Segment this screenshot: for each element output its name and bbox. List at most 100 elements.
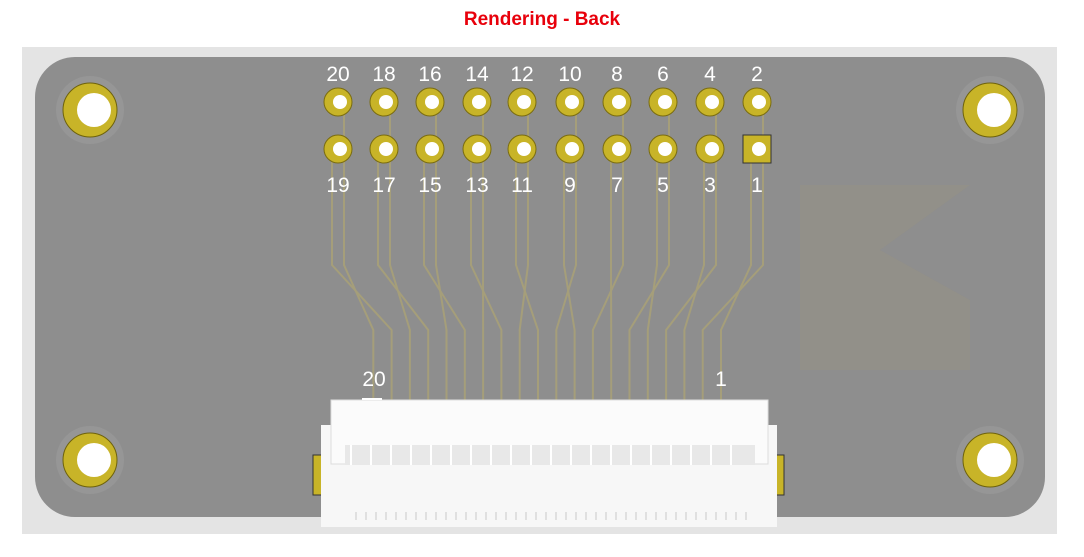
trace — [563, 149, 576, 405]
trace — [470, 149, 503, 405]
pin-label: 2 — [751, 63, 763, 86]
pad-hole — [472, 95, 486, 109]
connector-tooth — [455, 512, 457, 520]
pin-label: 1 — [751, 174, 763, 197]
pin-label: 14 — [465, 63, 489, 86]
pad-hole — [333, 95, 347, 109]
connector-pin-slot — [710, 445, 712, 465]
connector-tooth — [445, 512, 447, 520]
connector-tooth — [615, 512, 617, 520]
pad-hole — [612, 95, 626, 109]
pin-label: 20 — [326, 63, 349, 86]
trace — [628, 102, 670, 405]
trace — [555, 102, 577, 405]
pad-hole — [425, 142, 439, 156]
connector-pin-slot — [650, 445, 652, 465]
connector-pin-slot — [490, 445, 492, 465]
mounting-hole-bore — [77, 93, 111, 127]
connector-tooth — [575, 512, 577, 520]
pad-hole — [658, 95, 672, 109]
silkscreen-logo — [800, 185, 970, 370]
trace — [435, 102, 448, 405]
figure-title: Rendering - Back — [463, 9, 621, 30]
pin-label: 17 — [372, 174, 395, 197]
pin-label: 9 — [564, 174, 576, 197]
connector-pin-slot — [570, 445, 572, 465]
trace — [720, 149, 752, 405]
connector-pin-slot — [590, 445, 592, 465]
connector-tooth — [675, 512, 677, 520]
connector-tooth — [475, 512, 477, 520]
pin-label: 15 — [418, 174, 441, 197]
trace — [423, 149, 466, 405]
pin-label: 16 — [418, 63, 441, 86]
connector-tooth — [515, 512, 517, 520]
pad-hole — [517, 142, 531, 156]
connector-pin-slot — [470, 445, 472, 465]
mounting-hole-bore — [977, 443, 1011, 477]
pad-hole — [333, 142, 347, 156]
pin-label: 11 — [511, 174, 533, 197]
connector-pin-slot — [730, 445, 732, 465]
trace — [701, 102, 764, 405]
connector-tooth — [685, 512, 687, 520]
connector-tooth — [505, 512, 507, 520]
connector-tooth — [525, 512, 527, 520]
pad-hole — [612, 142, 626, 156]
pad-hole — [752, 142, 766, 156]
pin-label: 19 — [326, 174, 349, 197]
pin-label: 12 — [510, 63, 533, 86]
pin-label: 10 — [558, 63, 581, 86]
connector-tooth — [555, 512, 557, 520]
connector-tooth — [655, 512, 657, 520]
connector-tooth — [415, 512, 417, 520]
connector-tooth — [405, 512, 407, 520]
mounting-holes — [56, 76, 1024, 494]
trace — [343, 102, 375, 405]
pin1-marker — [362, 398, 382, 400]
connector-tooth — [595, 512, 597, 520]
connector-tooth — [605, 512, 607, 520]
connector-tooth — [375, 512, 377, 520]
connector-pin-slot — [550, 445, 552, 465]
connector-tooth — [705, 512, 707, 520]
connector-tooth — [495, 512, 497, 520]
trace — [665, 102, 717, 405]
connector-tooth — [625, 512, 627, 520]
trace — [683, 149, 705, 405]
connector-pin-slot — [450, 445, 452, 465]
trace — [331, 149, 393, 405]
pin-label: 13 — [465, 174, 488, 197]
mounting-hole-bore — [977, 93, 1011, 127]
connector-tooth — [715, 512, 717, 520]
pad-hole — [425, 95, 439, 109]
connector-tooth — [745, 512, 747, 520]
connector-tooth — [435, 512, 437, 520]
connector-pin-slot — [530, 445, 532, 465]
pad-hole — [658, 142, 672, 156]
connector-pin-slot — [670, 445, 672, 465]
connector-tooth — [365, 512, 367, 520]
pin-label: 7 — [611, 174, 623, 197]
trace — [646, 149, 658, 405]
pad-hole — [472, 142, 486, 156]
connector-tooth — [395, 512, 397, 520]
connector-pin-slot — [510, 445, 512, 465]
connector-pin-slot — [630, 445, 632, 465]
connector-tooth — [485, 512, 487, 520]
connector-tooth — [645, 512, 647, 520]
connector-pin-slot — [370, 445, 372, 465]
pin-label: 6 — [657, 63, 669, 86]
connector-tooth — [385, 512, 387, 520]
trace — [389, 102, 411, 405]
connector-tooth — [735, 512, 737, 520]
pad-hole — [705, 142, 719, 156]
connector-tooth — [425, 512, 427, 520]
pad-hole — [565, 142, 579, 156]
pin-label: 3 — [704, 174, 716, 197]
connector-pin-slot — [610, 445, 612, 465]
pad-hole — [705, 95, 719, 109]
pin-label: 4 — [704, 63, 716, 86]
connector-pin-slot — [410, 445, 412, 465]
connector-tooth — [695, 512, 697, 520]
